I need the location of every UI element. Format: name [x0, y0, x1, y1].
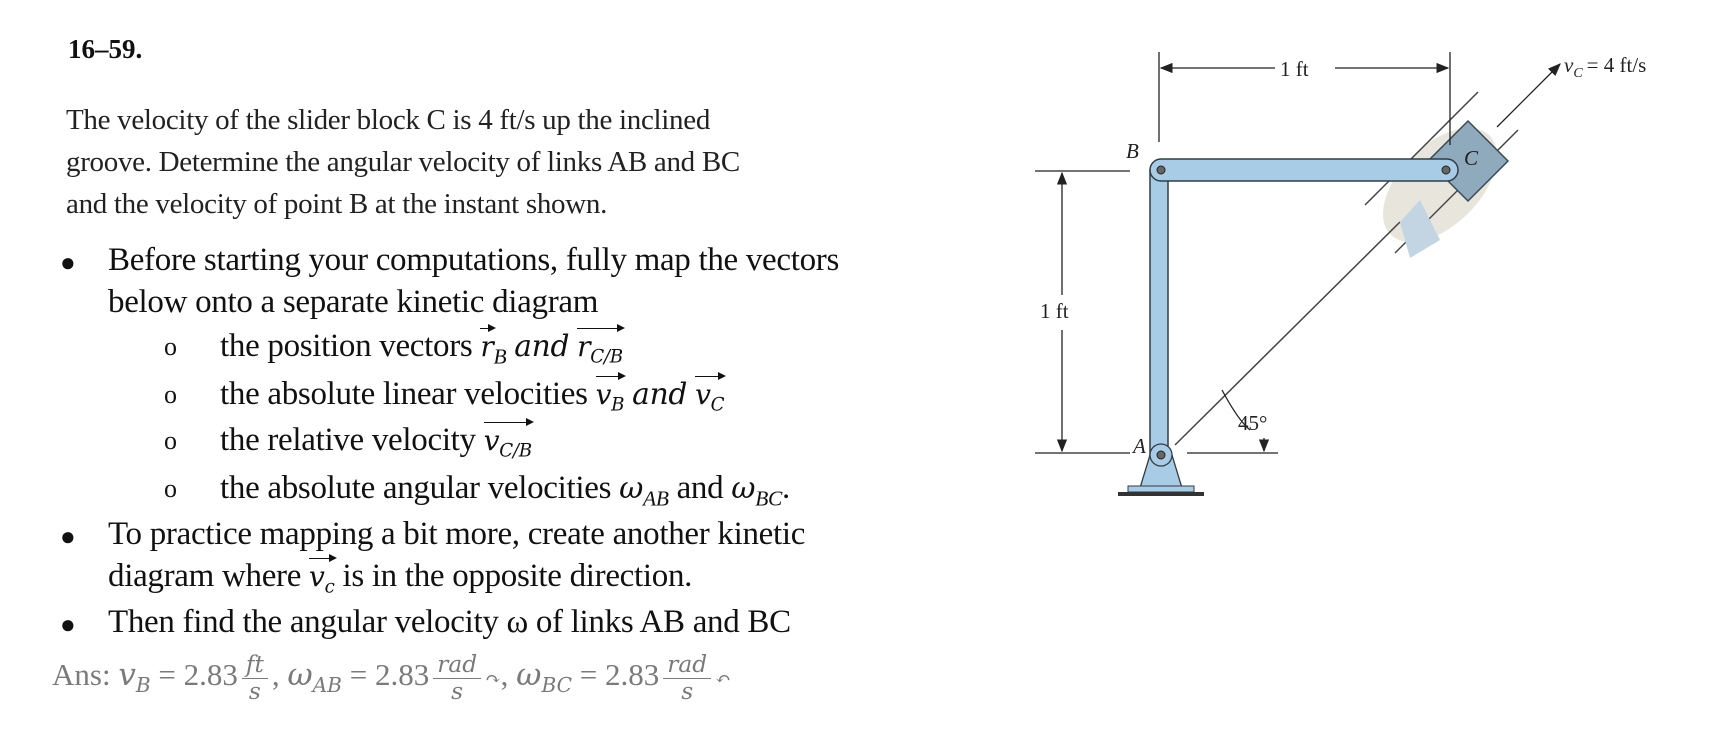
bullet-2-line-1: To practice mapping a bit more, create a… — [108, 516, 806, 552]
dim-horizontal: 1 ft — [1280, 57, 1309, 81]
bullet-icon: ● — [60, 248, 76, 277]
circle-bullet-icon: o — [164, 380, 177, 409]
vc-label: vC= 4 ft/s — [1564, 53, 1646, 81]
counterclockwise-arrow-icon: ↶ — [715, 669, 731, 691]
label-c: C — [1464, 146, 1479, 170]
angle-label: 45° — [1238, 411, 1267, 435]
statement-line-2: groove. Determine the angular velocity o… — [66, 146, 740, 178]
label-b: B — [1126, 139, 1139, 163]
circle-bullet-icon: o — [164, 426, 177, 455]
clockwise-arrow-icon: ↷ — [485, 669, 501, 691]
circle-bullet-icon: o — [164, 474, 177, 503]
bullet-icon: ● — [60, 610, 76, 639]
bullet-1-line-1: Before starting your computations, fully… — [108, 242, 840, 278]
dim-vertical: 1 ft — [1040, 299, 1069, 323]
pin-support-a — [1118, 443, 1204, 496]
link-ab — [1149, 169, 1169, 456]
label-a: A — [1131, 434, 1146, 458]
bullet-2-line-2: diagram where vc is in the opposite dire… — [108, 554, 693, 598]
bullet-3-line-1: Then find the angular velocity ω of link… — [108, 604, 791, 640]
circle-bullet-icon: o — [164, 332, 177, 361]
link-bc — [1149, 158, 1459, 182]
bullet-icon: ● — [60, 522, 76, 551]
statement-line-3: and the velocity of point B at the insta… — [66, 188, 608, 220]
problem-number: 16–59. — [68, 34, 143, 64]
bullet-1-line-2: below onto a separate kinetic diagram — [108, 284, 599, 320]
statement-line-1: The velocity of the slider block C is 4 … — [66, 104, 711, 136]
